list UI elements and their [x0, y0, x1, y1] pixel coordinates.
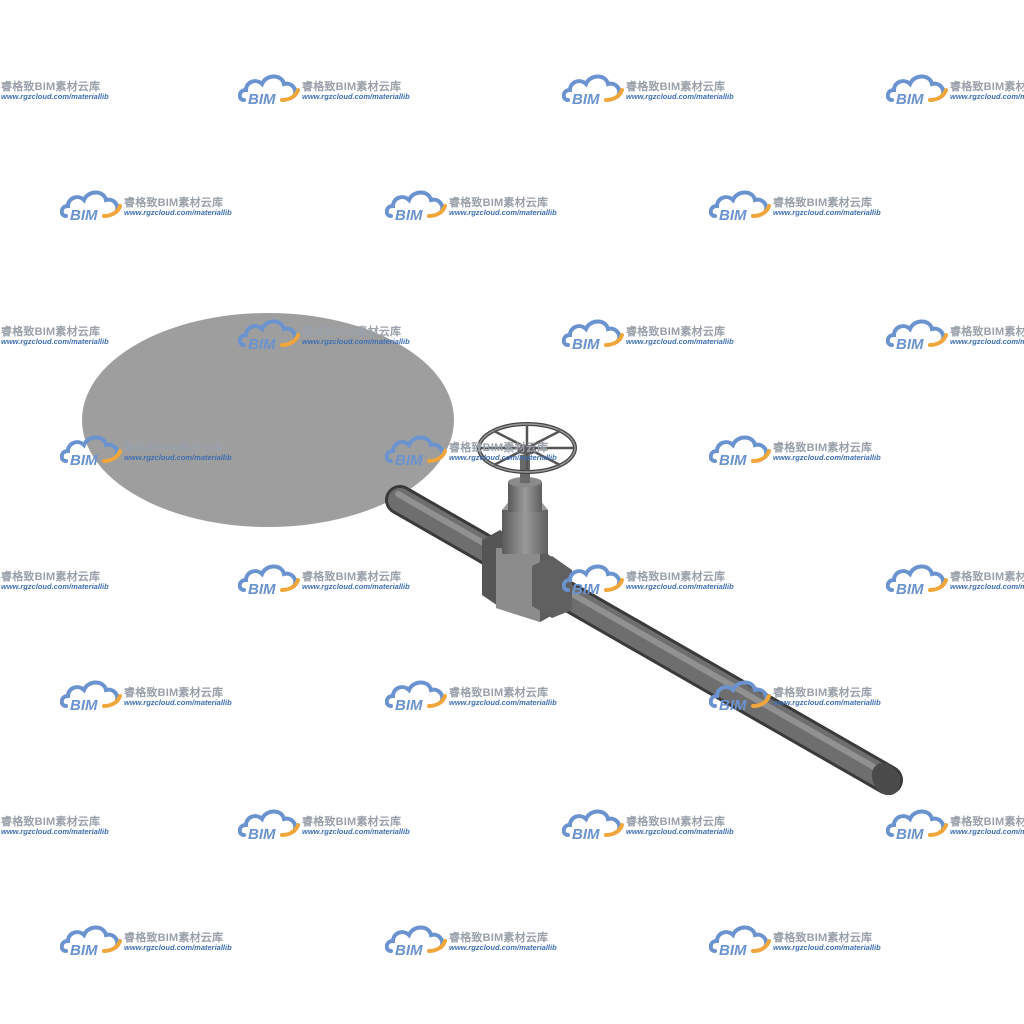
handwheel-icon: [477, 422, 577, 474]
pipe: [385, 485, 903, 796]
shadow-ellipse: [82, 313, 454, 527]
valve-body: [482, 455, 572, 622]
pipe-end-cap: [871, 762, 901, 796]
